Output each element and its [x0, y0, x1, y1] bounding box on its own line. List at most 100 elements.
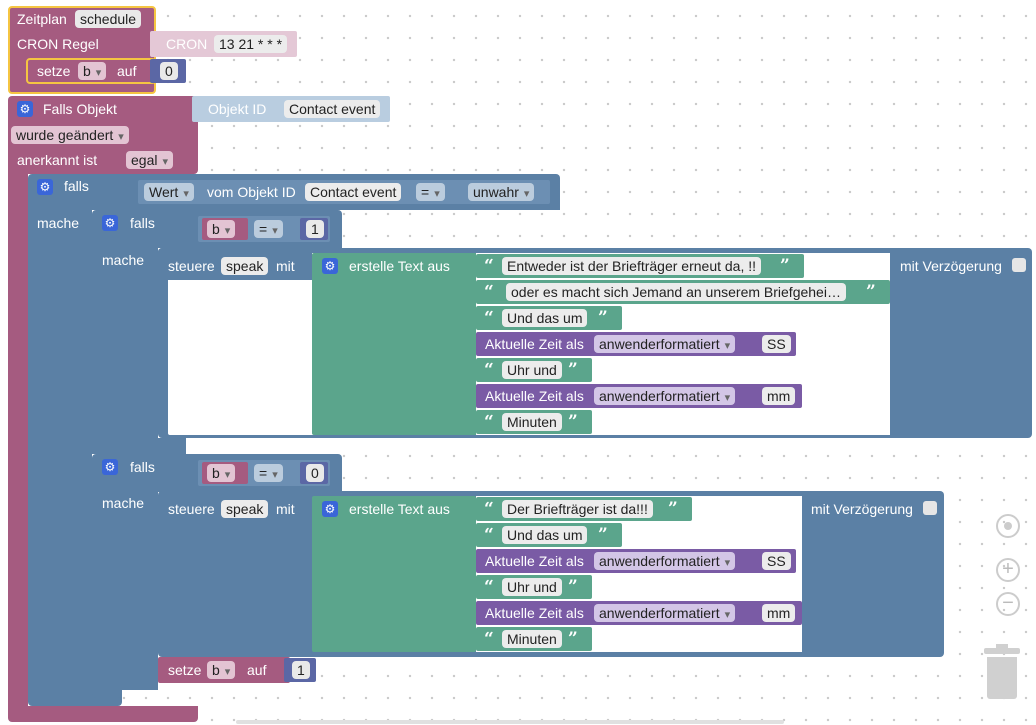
time-format-dropdown-1[interactable]: anwenderformatiert [594, 335, 736, 353]
text-field-5[interactable]: Minuten [502, 413, 562, 431]
time-label-1: Aktuelle Zeit als [485, 336, 584, 352]
quote-close-icon: ” [568, 412, 578, 432]
quote-open-icon: “ [484, 629, 494, 649]
speak-one-delay-checkbox[interactable] [1012, 258, 1026, 272]
if-one-label: falls [130, 215, 155, 231]
if-outer-compare-dropdown[interactable]: unwahr [468, 183, 535, 201]
gear-icon[interactable]: ⚙ [322, 258, 338, 274]
if-one-spine [92, 246, 158, 446]
if-outer-label: falls [64, 178, 89, 194]
set-b-value-field[interactable]: 1 [292, 661, 310, 679]
if-outer-object-field[interactable]: Contact event [305, 183, 402, 201]
time-minutes-field-1[interactable]: mm [762, 387, 796, 405]
quote-close-icon: ” [568, 577, 578, 597]
schedule-set-value-field[interactable]: 0 [160, 62, 178, 80]
trigger-changed-dropdown[interactable]: wurde geändert [11, 126, 129, 144]
gear-icon[interactable]: ⚙ [322, 501, 338, 517]
if-outer-value-dropdown[interactable]: Wert [144, 183, 194, 201]
if-outer-op-dropdown[interactable]: = [416, 183, 445, 201]
if-outer-from-object: vom Objekt ID [207, 184, 296, 200]
speak-one-target-top[interactable]: speak [221, 257, 269, 275]
center-icon[interactable] [996, 514, 1020, 538]
schedule-set-var-dropdown[interactable]: b [78, 62, 107, 80]
text-field-z4[interactable]: Minuten [502, 630, 562, 648]
schedule-title: Zeitplan [17, 11, 67, 27]
quote-open-icon: “ [484, 499, 494, 519]
time-format-dropdown-z1[interactable]: anwenderformatiert [594, 552, 736, 570]
if-zero-op-dropdown[interactable]: = [254, 464, 283, 482]
if-one-value-field[interactable]: 1 [306, 220, 324, 238]
speak-one-label-top: steuere [168, 258, 215, 274]
text-field-2[interactable]: oder es macht sich Jemand an unserem Bri… [506, 283, 846, 301]
set-b-to: auf [247, 662, 267, 678]
time-label-z2: Aktuelle Zeit als [485, 605, 584, 621]
if-zero-var-dropdown[interactable]: b [207, 464, 236, 482]
if-zero-footer [92, 682, 122, 698]
text-join-zero-block[interactable] [312, 496, 476, 652]
if-zero-do-label: mache [102, 495, 145, 511]
schedule-set-to: auf [117, 63, 137, 79]
cron-label: CRON Regel [17, 36, 99, 52]
trigger-object-label: Objekt ID [208, 101, 267, 117]
trigger-title: Falls Objekt [43, 101, 117, 117]
quote-open-icon: “ [484, 525, 494, 545]
text-field-3[interactable]: Und das um [502, 309, 588, 327]
quote-open-icon: “ [484, 256, 494, 276]
time-format-dropdown-2[interactable]: anwenderformatiert [594, 387, 736, 405]
quote-open-icon: “ [484, 308, 494, 328]
trigger-ack-dropdown[interactable]: egal [126, 151, 173, 169]
time-format-dropdown-z2[interactable]: anwenderformatiert [594, 604, 736, 622]
quote-close-icon: ” [568, 629, 578, 649]
quote-open-icon: “ [484, 360, 494, 380]
schedule-set-label: setze [37, 63, 71, 79]
if-zero-spine [92, 490, 158, 690]
if-outer-spine [28, 208, 92, 692]
speak-zero-with: mit [276, 501, 295, 517]
cron-value-field[interactable]: 13 21 * * * [214, 35, 288, 53]
quote-open-icon: “ [484, 412, 494, 432]
text-field-4[interactable]: Uhr und [502, 361, 562, 379]
if-outer-do-label: mache [37, 215, 80, 231]
speak-zero-delay-checkbox[interactable] [923, 501, 937, 515]
speak-zero-target-field[interactable]: speak [221, 500, 269, 518]
trigger-body-spine [8, 170, 28, 710]
text-field-z3[interactable]: Uhr und [502, 578, 562, 596]
text-join-one-label: erstelle Text aus [349, 258, 450, 274]
quote-open-icon: “ [484, 577, 494, 597]
time-minutes-field-z[interactable]: mm [762, 604, 796, 622]
schedule-name-field[interactable]: schedule [75, 10, 142, 28]
quote-close-icon: ” [668, 499, 678, 519]
gear-icon[interactable]: ⚙ [37, 179, 53, 195]
text-field-1[interactable]: Entweder ist der Briefträger erneut da, … [502, 257, 762, 275]
if-one-var-dropdown[interactable]: b [207, 220, 236, 238]
if-one-op-dropdown[interactable]: = [254, 220, 283, 238]
time-label-2: Aktuelle Zeit als [485, 388, 584, 404]
speak-zero-label: steuere [168, 501, 215, 517]
speak-one-delay-label: mit Verzögerung [900, 258, 1002, 274]
if-zero-value-field[interactable]: 0 [306, 464, 324, 482]
speak-zero-delay-label: mit Verzögerung [811, 501, 913, 517]
gear-icon[interactable]: ⚙ [102, 215, 118, 231]
trigger-ack-label: anerkannt ist [17, 152, 98, 168]
text-field-z1[interactable]: Der Briefträger ist da!!! [502, 500, 653, 518]
time-hours-field-1[interactable]: SS [762, 335, 791, 353]
if-one-footer [92, 438, 186, 454]
quote-close-icon: ” [598, 525, 608, 545]
time-label-z1: Aktuelle Zeit als [485, 553, 584, 569]
speak-zero-white-area [476, 496, 802, 652]
gear-icon[interactable]: ⚙ [102, 459, 118, 475]
quote-close-icon: ” [780, 256, 790, 276]
zoom-in-icon[interactable]: + [996, 558, 1020, 582]
trash-icon[interactable] [984, 644, 1020, 700]
trigger-footer [8, 706, 198, 722]
time-hours-field-z[interactable]: SS [762, 552, 791, 570]
quote-open-icon: “ [484, 282, 494, 302]
cron-tag: CRON [166, 36, 208, 52]
set-b-var-dropdown[interactable]: b [207, 661, 236, 679]
gear-icon[interactable]: ⚙ [17, 101, 33, 117]
trigger-object-field[interactable]: Contact event [284, 100, 381, 118]
zoom-out-icon[interactable]: − [996, 592, 1020, 616]
text-field-z2[interactable]: Und das um [502, 526, 588, 544]
if-zero-label: falls [130, 459, 155, 475]
horizontal-scrollbar[interactable] [236, 720, 784, 724]
